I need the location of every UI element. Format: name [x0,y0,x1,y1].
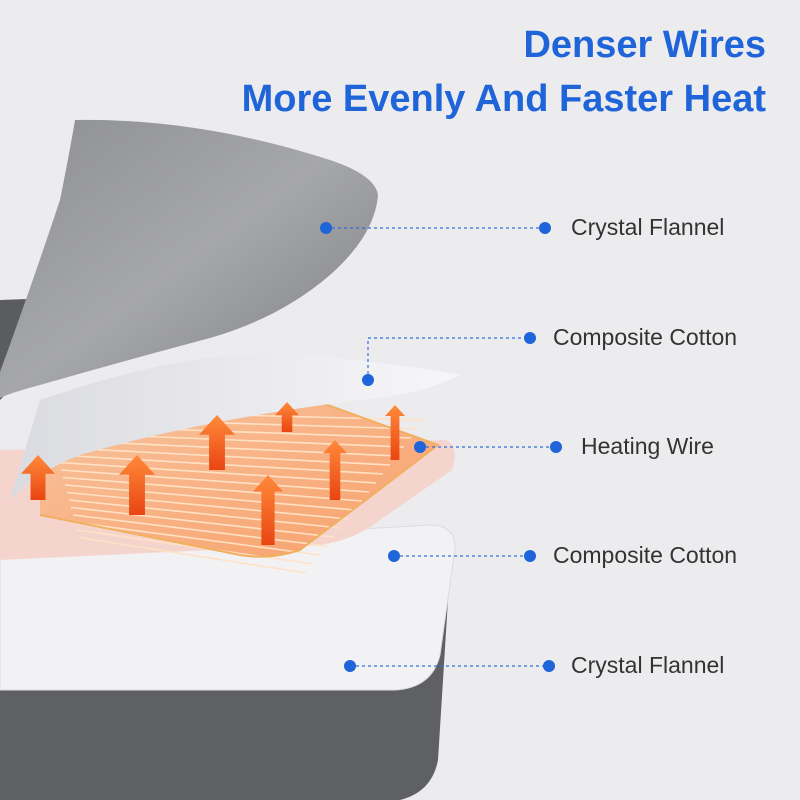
heat-arrows [21,402,405,545]
top-crystal-flannel-layer [0,119,378,398]
callout-dots [320,222,562,672]
heating-wire-border [39,393,441,558]
callout-dot [539,222,551,234]
callout-dot [524,332,536,344]
label-heating-wire: Heating Wire [581,433,714,459]
headline-line-2: More Evenly And Faster Heat [241,78,766,120]
heat-arrow-icon [275,402,299,432]
callout-dot [543,660,555,672]
bottom-composite-cotton-layer [0,524,456,691]
heat-arrow-icon [385,405,405,460]
label-crystal-flannel-bottom: Crystal Flannel [571,652,725,678]
wire-line [58,461,377,484]
wire-line [66,491,349,520]
callout-dot [388,550,400,562]
top-composite-cotton-layer [10,353,460,500]
label-composite-cotton-bottom: Composite Cotton [553,542,738,568]
wire-line [74,521,321,556]
headline-line-1: Denser Wires [523,24,766,66]
callout-dot [320,222,332,234]
callout-dot [362,374,374,386]
wire-line [78,536,307,574]
callout-dot [344,660,356,672]
wire-line [70,506,335,538]
wire-line [68,499,342,529]
wire-line [60,469,370,493]
callout-connectors [326,227,556,667]
heat-arrow-icon [253,475,283,545]
label-crystal-flannel-top: Crystal Flannel [571,214,725,240]
heat-arrow-icon [199,415,235,470]
heat-arrow-icon [323,440,347,500]
callout-dot [524,550,536,562]
callout-dot [550,441,562,453]
callout-dot [414,441,426,453]
wire-line [62,476,363,502]
heat-arrow-icon [21,455,55,500]
wire-line [64,484,356,511]
wire-line [72,514,328,547]
label-composite-cotton-top: Composite Cotton [553,324,738,350]
heat-arrow-icon [119,455,155,515]
